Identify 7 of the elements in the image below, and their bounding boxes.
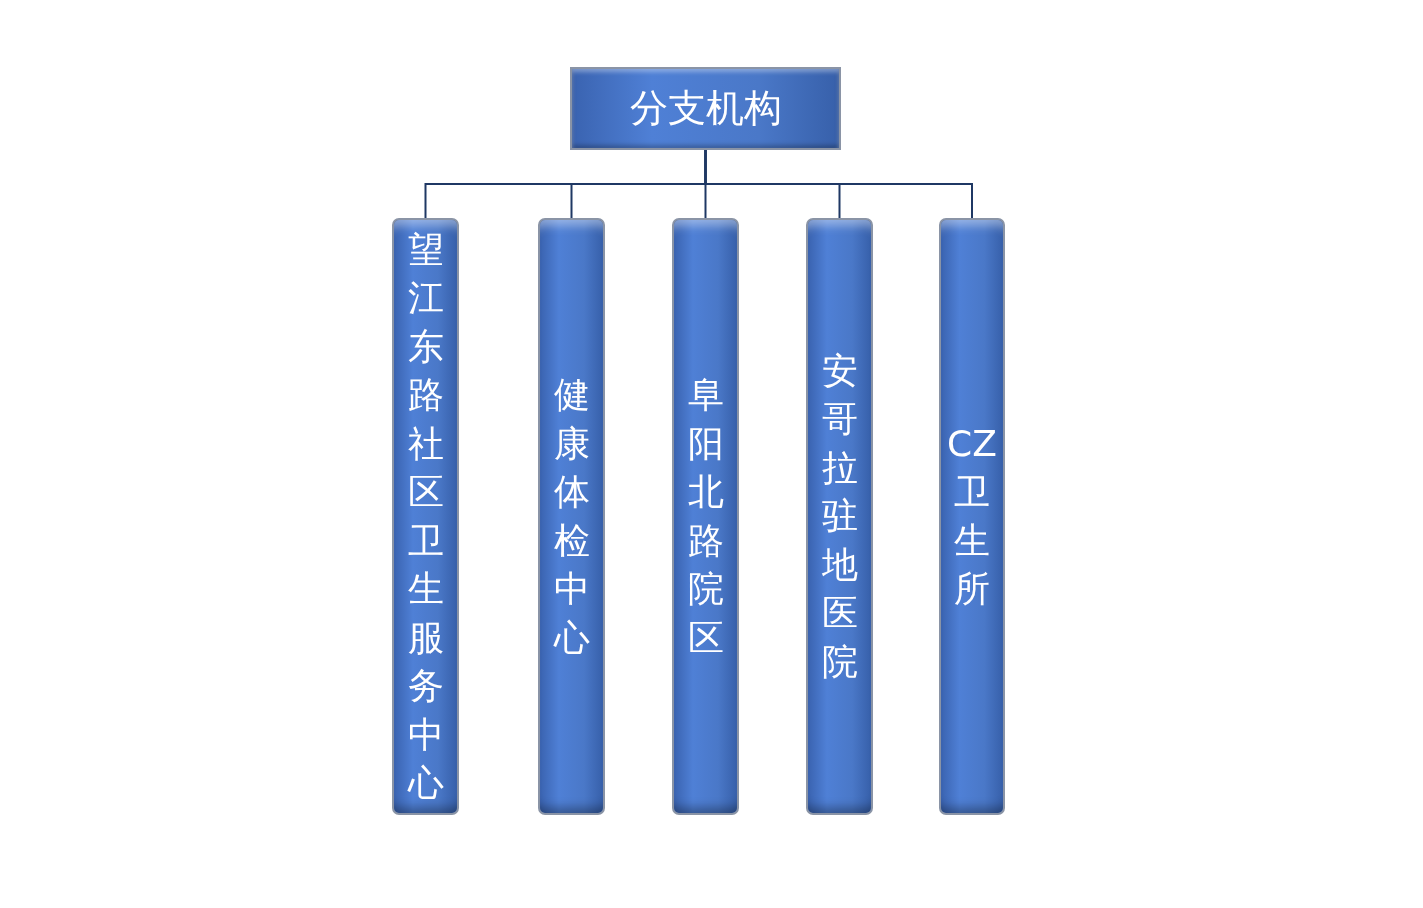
column-box: 望江东路社区卫生服务中心 [392,218,459,815]
connector-line [704,149,973,219]
title-box: 分支机构 [570,67,841,150]
column-box: 安哥拉驻地医院 [806,218,873,815]
column-box: CZ卫生所 [939,218,1005,815]
column-box: 健康体检中心 [538,218,605,815]
column-box: 阜阳北路院区 [672,218,739,815]
